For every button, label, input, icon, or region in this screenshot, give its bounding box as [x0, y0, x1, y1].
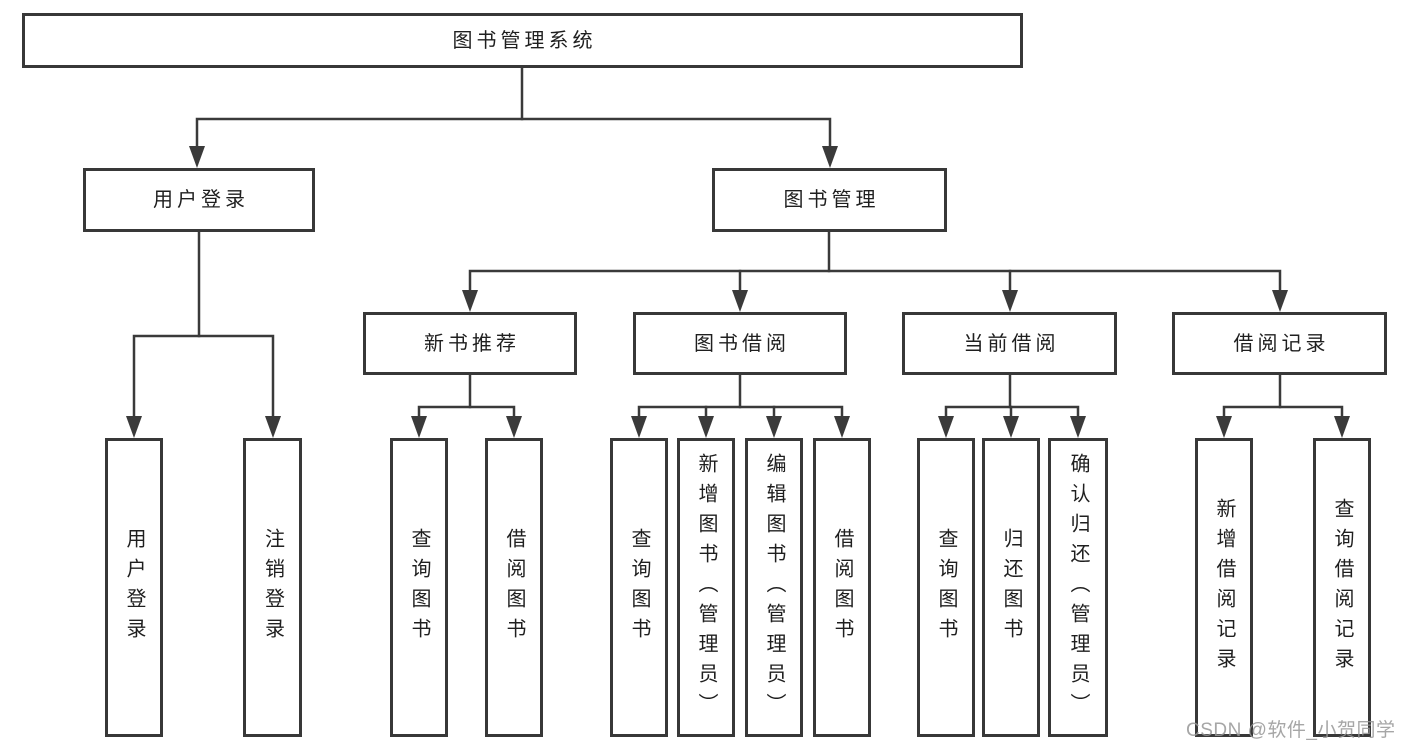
leaf-cb-confirm-return-admin-label: 确认归还（管理员）: [1067, 452, 1089, 723]
leaf-bb-edit-books-admin-label: 编辑图书（管理员）: [763, 452, 785, 723]
node-new-book-recommend: 新书推荐: [363, 312, 577, 375]
arrowheads: [126, 146, 1350, 438]
leaf-nbr-query-books: 查询图书: [390, 438, 448, 737]
leaf-nbr-borrow-books-label: 借阅图书: [503, 527, 525, 648]
leaf-bb-add-books-admin-label: 新增图书（管理员）: [695, 452, 717, 723]
node-root: 图书管理系统: [22, 13, 1023, 68]
leaf-bb-borrow-books-label: 借阅图书: [831, 527, 853, 648]
node-book-management-label: 图书管理: [783, 189, 880, 211]
leaf-cb-return-books: 归还图书: [982, 438, 1040, 737]
leaf-br-query-record-label: 查询借阅记录: [1331, 497, 1353, 678]
leaf-cb-return-books-label: 归还图书: [1000, 527, 1022, 648]
leaf-bb-add-books-admin: 新增图书（管理员）: [677, 438, 735, 737]
leaf-br-add-record-label: 新增借阅记录: [1213, 497, 1235, 678]
leaf-nbr-borrow-books: 借阅图书: [485, 438, 543, 737]
node-book-management: 图书管理: [712, 168, 947, 232]
leaf-nbr-query-books-label: 查询图书: [408, 527, 430, 648]
leaf-logout-label: 注销登录: [261, 527, 284, 648]
leaf-cb-query-books: 查询图书: [917, 438, 975, 737]
leaf-bb-query-books-label: 查询图书: [628, 527, 650, 648]
leaf-cb-confirm-return-admin: 确认归还（管理员）: [1048, 438, 1108, 737]
leaf-br-query-record: 查询借阅记录: [1313, 438, 1371, 737]
leaf-logout: 注销登录: [243, 438, 302, 737]
node-book-borrow: 图书借阅: [633, 312, 847, 375]
leaf-br-add-record: 新增借阅记录: [1195, 438, 1253, 737]
node-book-borrow-label: 图书借阅: [694, 332, 790, 355]
node-borrow-records-label: 借阅记录: [1233, 332, 1330, 355]
node-current-borrow-label: 当前借阅: [963, 332, 1060, 355]
leaf-bb-query-books: 查询图书: [610, 438, 668, 737]
leaf-cb-query-books-label: 查询图书: [935, 527, 957, 648]
node-user-login-label: 用户登录: [153, 189, 249, 211]
watermark-text: CSDN @软件_小贺同学: [1186, 720, 1396, 741]
leaf-user-login: 用户登录: [105, 438, 163, 737]
node-borrow-records: 借阅记录: [1172, 312, 1387, 375]
node-root-label: 图书管理系统: [452, 29, 597, 52]
node-new-book-recommend-label: 新书推荐: [424, 332, 520, 355]
node-user-login: 用户登录: [83, 168, 315, 232]
leaf-bb-edit-books-admin: 编辑图书（管理员）: [745, 438, 803, 737]
leaf-bb-borrow-books: 借阅图书: [813, 438, 871, 737]
node-current-borrow: 当前借阅: [902, 312, 1117, 375]
leaf-user-login-label: 用户登录: [123, 527, 145, 648]
